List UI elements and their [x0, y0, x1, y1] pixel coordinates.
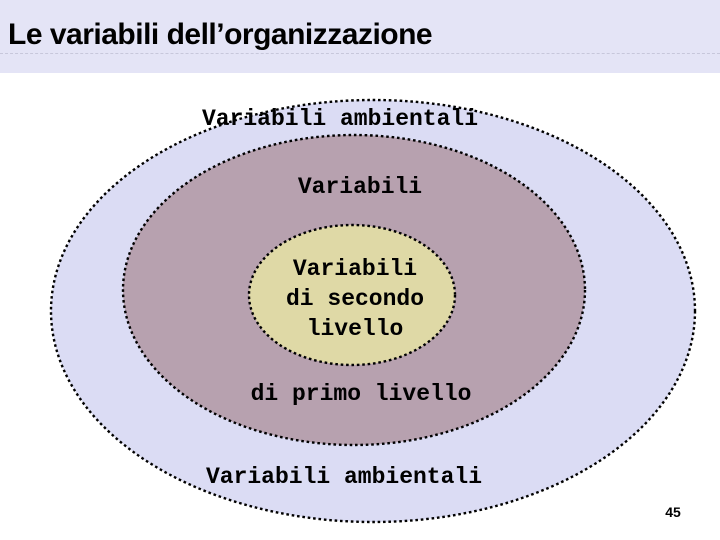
title-bar [0, 0, 720, 73]
label-variabili-ambientali-bottom: Variabili ambientali [205, 464, 483, 490]
label-variabili-middle: Variabili [297, 174, 423, 200]
slide-title: Le variabili dell’organizzazione [8, 18, 433, 51]
label-inner-line3: livello [306, 316, 404, 342]
label-variabili-secondo-livello: Variabili di secondo livello [235, 254, 475, 344]
inner-ellipse-second-level-variables [247, 223, 457, 367]
label-inner-line1: Variabili [292, 256, 418, 282]
title-separator-line [0, 53, 720, 54]
label-variabili-ambientali-top: Variabili ambientali [201, 106, 479, 132]
label-di-primo-livello: di primo livello [250, 381, 472, 407]
page-number: 45 [665, 504, 681, 520]
label-inner-line2: di secondo [285, 286, 425, 312]
